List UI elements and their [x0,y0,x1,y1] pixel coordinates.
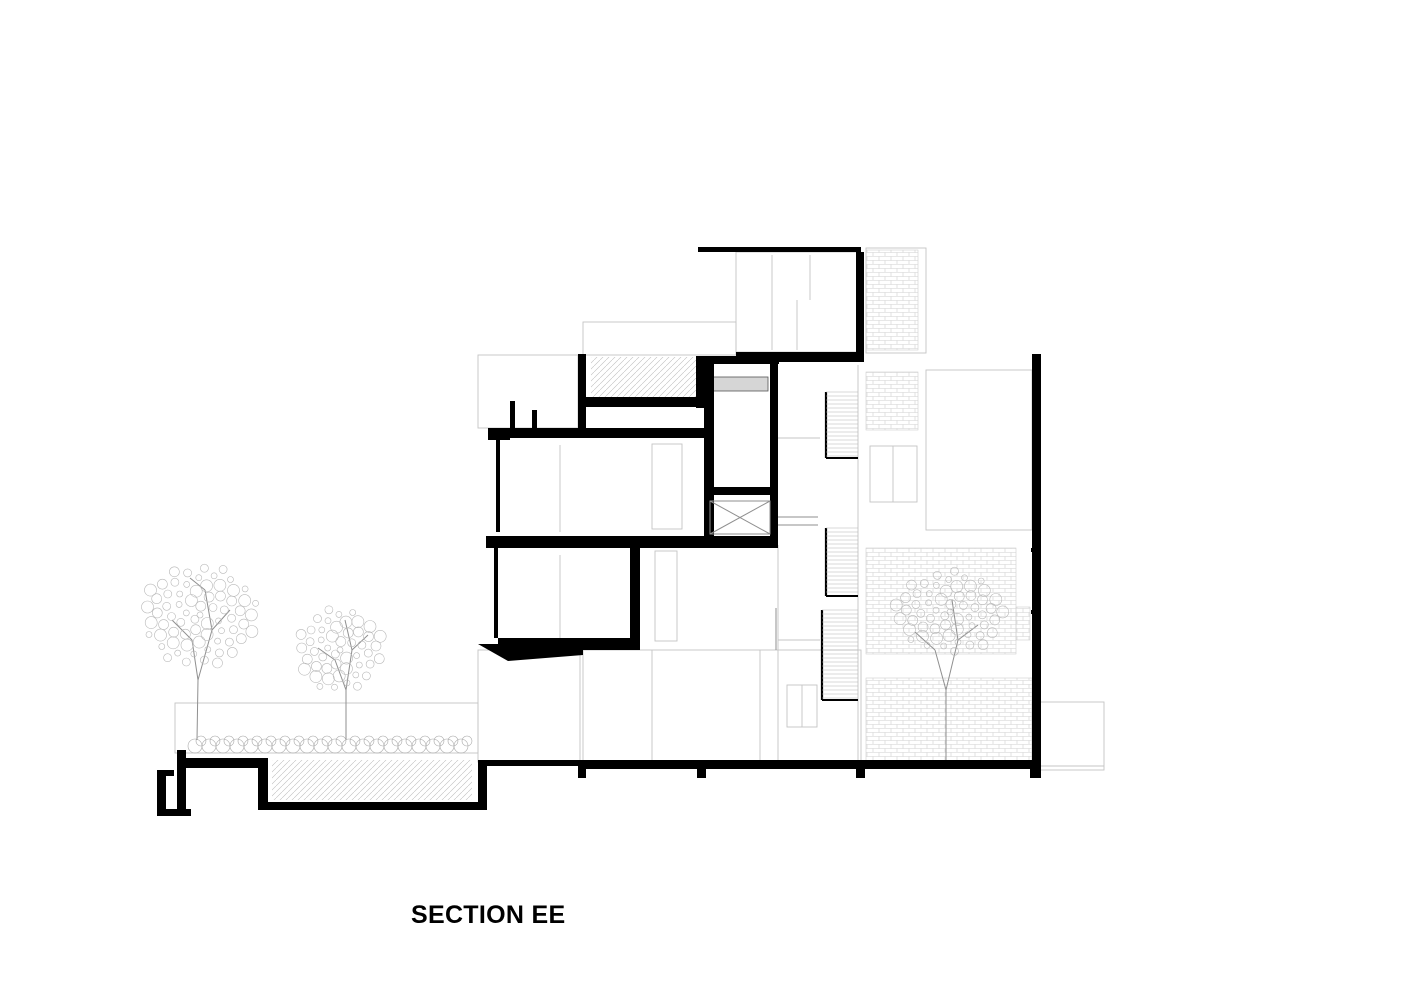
openings [709,500,818,650]
drawing-title: SECTION EE [411,901,566,929]
staircase [820,391,858,701]
cut-walls [157,247,1041,816]
hatch-surfaces [272,249,1033,800]
landscape-trees [141,563,1010,760]
background-elevation-lines [174,247,1105,771]
